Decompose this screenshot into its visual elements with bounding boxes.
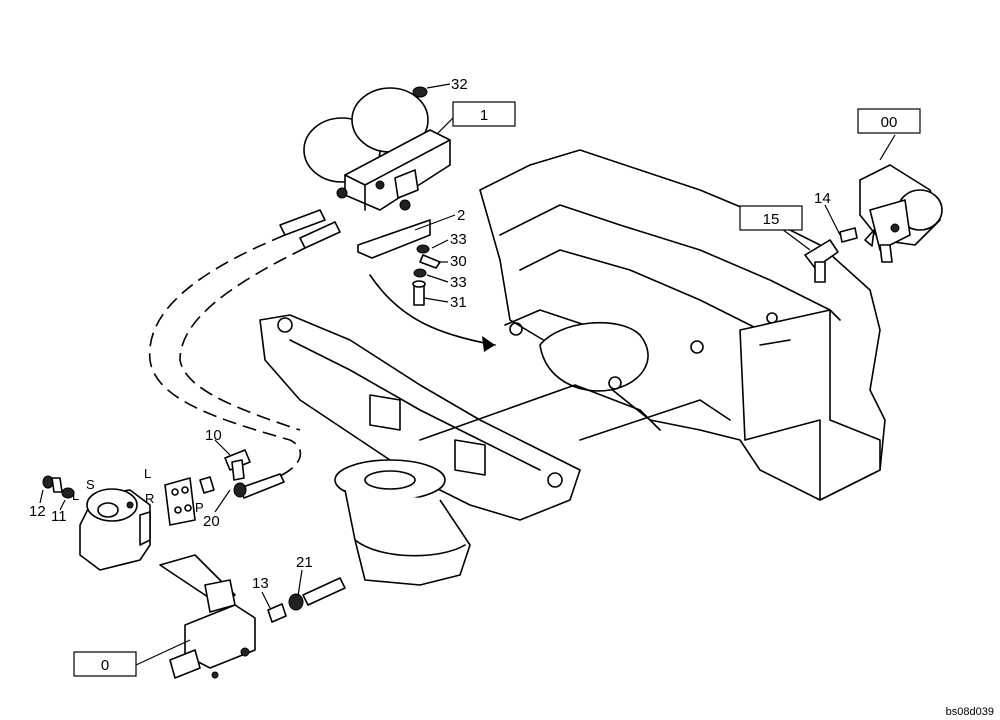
installation-arrow — [369, 274, 496, 346]
callout-11: 11 — [51, 508, 67, 525]
arrowhead — [482, 336, 495, 352]
callout-14: 14 — [814, 190, 831, 207]
ref-pump-assembly: 00 — [881, 114, 898, 131]
callout-21: 21 — [296, 554, 313, 571]
callout-31: 31 — [450, 294, 467, 311]
hose-route-inner — [179, 247, 306, 431]
port-letter-plate-r: R — [145, 491, 154, 506]
mounting-bracket — [357, 219, 441, 306]
fitting-13-hose-21 — [267, 577, 346, 623]
port-letter-pump-s: S — [86, 477, 95, 492]
port-letter-plate-l: L — [144, 466, 151, 481]
fitting-14-15 — [804, 227, 858, 283]
callout-20: 20 — [203, 513, 220, 530]
ref-box-pump-assembly — [857, 108, 921, 134]
callout-33-upper: 33 — [450, 231, 467, 248]
callout-33-lower: 33 — [450, 274, 467, 291]
accumulator-valve-assembly — [279, 86, 451, 249]
fitting-11-12 — [42, 475, 75, 499]
ref-fitting-15: 15 — [763, 211, 780, 228]
ref-valve-assembly: 1 — [480, 107, 488, 124]
ref-box-control-valve — [73, 651, 137, 677]
callout-13: 13 — [252, 575, 269, 592]
fitting-10-hose-20 — [199, 449, 285, 499]
ref-control-valve: 0 — [101, 657, 109, 674]
control-valve-with-lever — [159, 554, 256, 679]
gear-pump-left — [79, 488, 151, 571]
ref-box-valve-assembly — [452, 101, 516, 127]
chassis-frame — [259, 149, 886, 586]
ref-box-fitting-15 — [739, 205, 803, 231]
port-plate — [164, 477, 196, 526]
callout-2: 2 — [457, 207, 465, 224]
port-letter-pump-l: L — [72, 488, 79, 503]
hose-route-outer — [148, 234, 302, 481]
callout-10: 10 — [205, 427, 222, 444]
port-letter-plate-p: P — [195, 500, 204, 515]
callout-32: 32 — [451, 76, 468, 93]
callout-30: 30 — [450, 253, 467, 270]
callout-12: 12 — [29, 503, 46, 520]
drawing-code: bs08d039 — [945, 706, 994, 718]
pump-assembly-right — [859, 164, 943, 263]
